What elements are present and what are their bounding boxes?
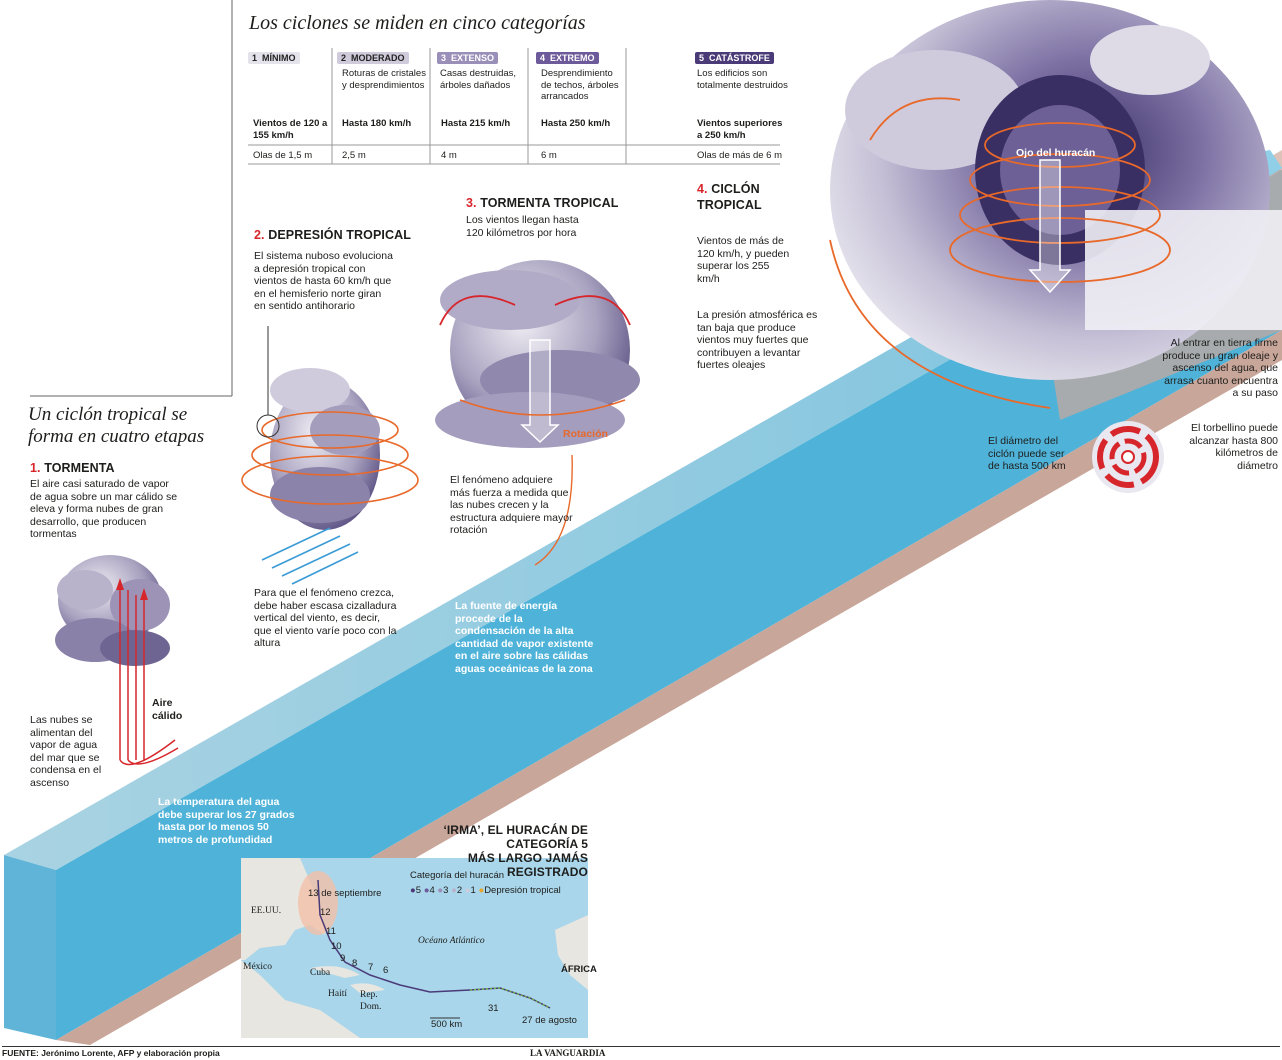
water-temp-text: La temperatura del agua debe superar los… (158, 796, 295, 846)
wind-shear-arrows (261, 527, 359, 585)
category-3-badge: 3 EXTENSO (437, 52, 499, 64)
category-1-waves: Olas de 1,5 m (253, 150, 313, 161)
stage1-text: El aire casi saturado de vapor de agua s… (30, 478, 178, 540)
category-1-header: 1 MÍNIMO (248, 48, 300, 66)
footer-brand: LA VANGUARDIA (530, 1048, 606, 1058)
stage2-shear-text: Para que el fenómeno crezca, debe haber … (254, 587, 397, 649)
stage2-arrows (241, 411, 419, 505)
map-date-10: 10 (331, 941, 342, 952)
categories-title: Los ciclones se miden en cinco categoría… (249, 12, 586, 34)
warm-air-label: Aire cálido (152, 697, 183, 722)
category-5-header: 5 CATÁSTROFE (695, 48, 774, 66)
map-date-6: 6 (383, 965, 389, 976)
stage4-heading: 4. CICLÓN TROPICAL (697, 182, 762, 212)
rotation-label: Rotación (563, 428, 608, 440)
category-5-damage: Los edificios son totalmente destruidos (697, 68, 788, 91)
stage3-energy-arrow (534, 454, 573, 566)
map-date-27aug: 27 de agosto (522, 1015, 577, 1026)
stages-title: Un ciclón tropical se forma en cuatro et… (28, 404, 205, 447)
category-2-badge: 2 MODERADO (337, 52, 409, 64)
stage4-pressure-text: La presión atmosférica es tan baja que p… (697, 309, 818, 371)
stage2-text: El sistema nuboso evoluciona a depresión… (254, 250, 393, 312)
whirl-text: El torbellino puede alcanzar hasta 800 k… (1189, 422, 1278, 472)
map-date-31: 31 (488, 1003, 499, 1014)
category-4-badge: 4 EXTREMO (536, 52, 599, 64)
map-date-13sep: 13 de septiembre (308, 888, 382, 899)
stage2-heading: 2. DEPRESIÓN TROPICAL (254, 228, 411, 242)
map-date-9: 9 (340, 953, 346, 964)
map-scale-label: 500 km (431, 1019, 463, 1030)
irma-map (241, 858, 588, 1038)
whirl-icon (1092, 421, 1164, 493)
map-date-8: 8 (352, 958, 358, 969)
stage3-text: Los vientos llegan hasta 120 kilómetros … (466, 214, 579, 239)
category-2-header: 2 MODERADO (337, 48, 409, 66)
map-date-12: 12 (320, 907, 331, 918)
category-5-wind: Vientos superiores a 250 km/h (697, 118, 783, 141)
stage3-heading: 3. TORMENTA TROPICAL (466, 196, 619, 210)
map-label-ocean: Océano Atlántico (418, 936, 485, 946)
category-4-wind: Hasta 250 km/h (541, 118, 611, 129)
landfall-text: Al entrar en tierra firme produce un gra… (1162, 337, 1278, 399)
map-date-11: 11 (326, 926, 336, 937)
stage4-cyclone (830, 0, 1282, 380)
stage3-arrows (439, 295, 631, 326)
irma-track (317, 879, 551, 1009)
stage4-text: Vientos de más de 120 km/h, y pueden sup… (697, 235, 790, 285)
category-4-waves: 6 m (541, 150, 557, 161)
map-label-africa: ÁFRICA (561, 964, 597, 975)
map-legend-title: Categoría del huracán (410, 870, 505, 881)
footer-rule (2, 1046, 1280, 1047)
map-label-mexico: México (243, 962, 273, 972)
category-3-waves: 4 m (441, 150, 457, 161)
category-2-wind: Hasta 180 km/h (342, 118, 412, 129)
category-5-waves: Olas de más de 6 m (697, 150, 783, 161)
category-4-header: 4 EXTREMO (536, 48, 599, 66)
stage3-growth-text: El fenómeno adquiere más fuerza a medida… (450, 474, 573, 536)
category-3-header: 3 EXTENSO (437, 48, 499, 66)
stage3-rotation-arrow (459, 399, 626, 416)
stage1-feed-text: Las nubes se alimentan del vapor de agua… (30, 714, 102, 789)
stage1-heading: 1. TORMENTA (30, 461, 115, 475)
stage1-arrows (116, 578, 179, 766)
map-label-cuba: Cuba (310, 968, 331, 978)
category-5-badge: 5 CATÁSTROFE (695, 52, 774, 64)
stage4-eye-arrow (1028, 159, 1072, 294)
stage2-cloud (270, 368, 380, 530)
stage1-cloud (55, 555, 170, 666)
energy-text: La fuente de energía procede de la conde… (455, 600, 594, 675)
map-label-usa: EE.UU. (251, 906, 282, 916)
map-label-repdom: Rep. Dom. (360, 990, 382, 1012)
map-label-haiti: Haití (328, 989, 347, 999)
category-4-damage: Desprendimiento de techos, árboles arran… (541, 68, 619, 102)
map-date-7: 7 (368, 962, 374, 973)
footer-source: FUENTE: Jerónimo Lorente, AFP y elaborac… (2, 1048, 220, 1058)
category-1-badge: 1 MÍNIMO (248, 52, 300, 64)
category-3-damage: Casas destruidas, árboles dañados (440, 68, 517, 91)
map-legend: ●5 ●4 ●3 ●2 ●1 ●Depresión tropical (410, 885, 561, 896)
eye-label: Ojo del huracán (1016, 147, 1096, 159)
category-2-damage: Roturas de cristales y desprendimientos (342, 68, 426, 91)
stage3-updraft (520, 339, 560, 487)
category-2-waves: 2,5 m (342, 150, 366, 161)
category-3-wind: Hasta 215 km/h (441, 118, 511, 129)
table-frame (30, 0, 780, 397)
diameter-text: El diámetro del ciclón puede ser de hast… (988, 435, 1066, 472)
category-1-wind: Vientos de 120 a 155 km/h (253, 118, 328, 141)
